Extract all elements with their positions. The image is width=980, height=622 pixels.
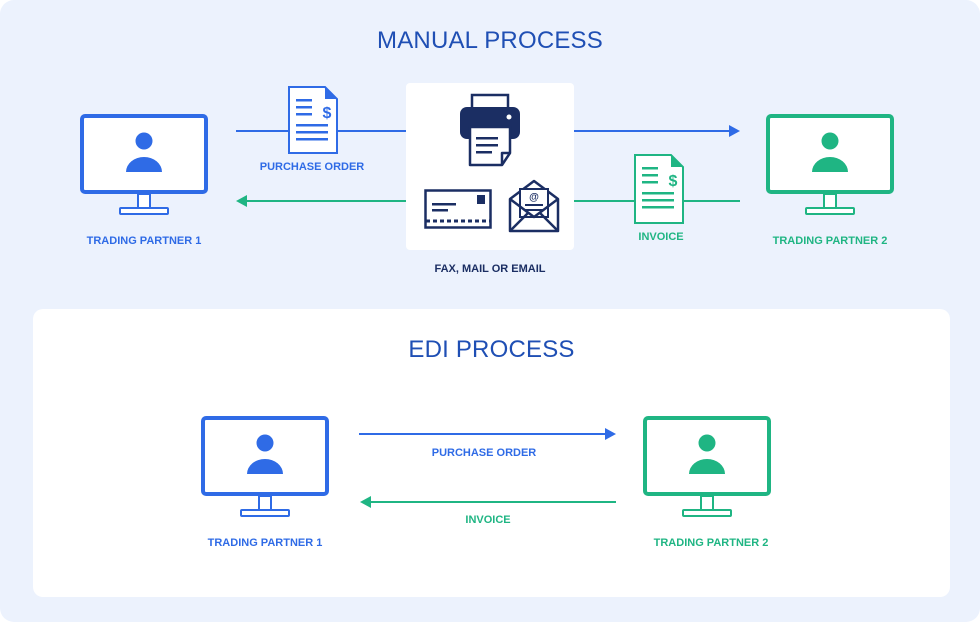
svg-text:$: $ <box>669 173 678 190</box>
printer-icon <box>460 93 520 167</box>
svg-text:@: @ <box>529 192 539 203</box>
manual-purchase-order-label: PURCHASE ORDER <box>259 161 365 173</box>
edi-invoice-arrow-head <box>360 496 371 508</box>
edi-partner-1-label: TRADING PARTNER 1 <box>207 537 323 549</box>
edi-partner-1-monitor-icon <box>201 416 329 517</box>
trading-partner-2-monitor-icon <box>766 114 894 215</box>
trading-partner-1-monitor-icon <box>80 114 208 215</box>
edi-purchase-order-label: PURCHASE ORDER <box>431 447 537 459</box>
edi-po-arrow-head <box>605 428 616 440</box>
manual-partner-1-label: TRADING PARTNER 1 <box>86 235 202 247</box>
manual-process-title: MANUAL PROCESS <box>377 27 603 54</box>
email-icon: @ <box>508 179 560 233</box>
manual-partner-2-label: TRADING PARTNER 2 <box>772 235 888 247</box>
edi-partner-2-label: TRADING PARTNER 2 <box>653 537 769 549</box>
svg-text:$: $ <box>323 105 332 122</box>
edi-process-panel: EDI PROCESS <box>33 309 950 597</box>
envelope-icon <box>424 189 492 229</box>
hub-label: FAX, MAIL OR EMAIL <box>434 263 546 275</box>
invoice-document-icon: $ <box>634 154 684 224</box>
edi-partner-2-monitor-icon <box>643 416 771 517</box>
manual-invoice-label: INVOICE <box>638 231 684 243</box>
edi-process-title: EDI PROCESS <box>408 336 575 363</box>
fax-mail-email-hub: @ <box>406 83 574 250</box>
purchase-order-document-icon: $ <box>288 86 338 154</box>
invoice-arrow-head <box>236 195 247 207</box>
edi-invoice-label: INVOICE <box>465 514 511 526</box>
po-arrow-head <box>729 125 740 137</box>
